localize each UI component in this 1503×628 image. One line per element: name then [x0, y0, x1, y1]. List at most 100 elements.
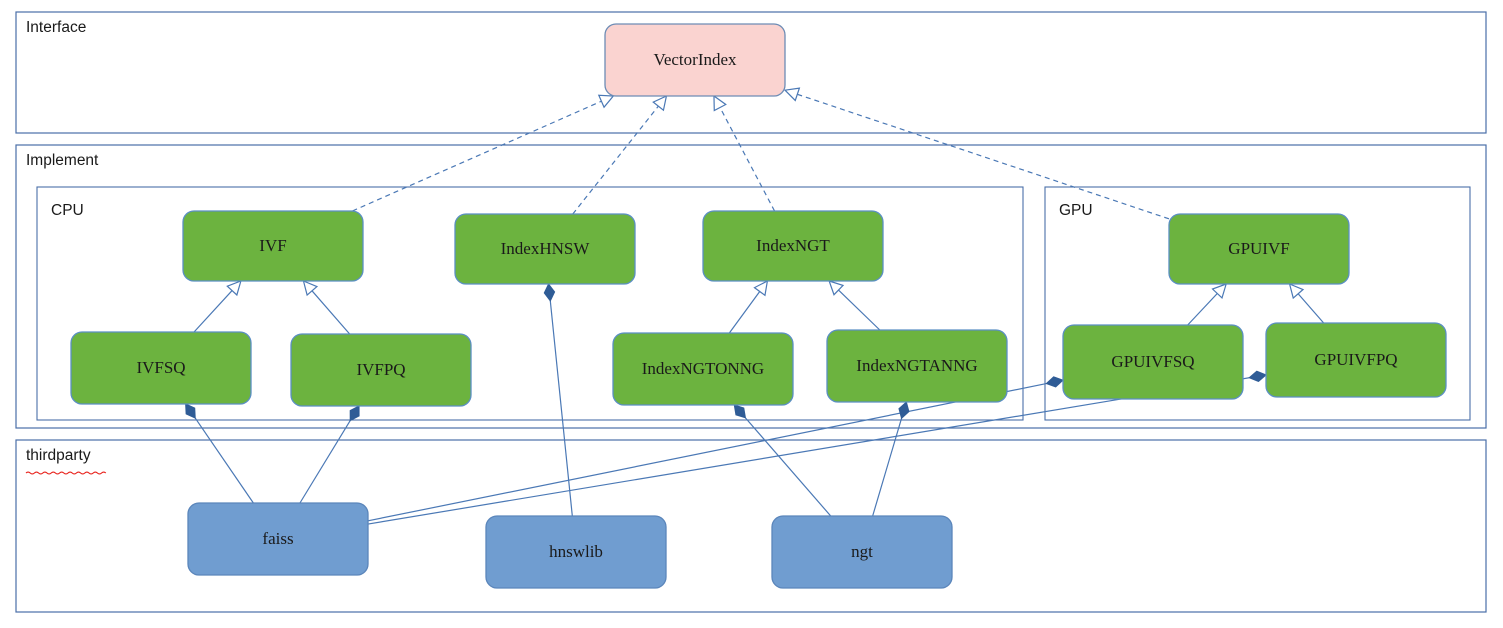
- realization-arrowhead: [652, 94, 668, 112]
- node-gpuivfpq[interactable]: GPUIVFPQ: [1265, 322, 1447, 398]
- node-label-ivf: IVF: [259, 236, 286, 255]
- node-label-ivfsq: IVFSQ: [136, 358, 185, 377]
- edge-faiss-to-ivfpq: [299, 405, 360, 504]
- node-box-indexngtonng[interactable]: [612, 332, 794, 406]
- node-label-indexhnsw: IndexHNSW: [501, 239, 591, 258]
- realization-arrowhead: [713, 94, 727, 112]
- node-indexngtonng[interactable]: IndexNGTONNG: [612, 332, 794, 406]
- composition-diamond: [349, 405, 360, 422]
- node-label-faiss: faiss: [262, 529, 293, 548]
- container-label-implement: Implement: [26, 152, 99, 169]
- edge-ivfpq-to-ivf: [302, 279, 351, 335]
- composition-line: [367, 382, 1047, 522]
- generalization-arrowhead: [1288, 282, 1305, 300]
- node-indexngt[interactable]: IndexNGT: [702, 210, 884, 282]
- node-label-gpuivfsq: GPUIVFSQ: [1111, 352, 1194, 371]
- node-label-indexngtanng: IndexNGTANNG: [856, 356, 977, 375]
- generalization-arrowhead: [226, 280, 242, 297]
- generalization-arrowhead: [302, 279, 319, 297]
- realization-line: [797, 93, 1170, 220]
- edge-gpuivfsq-to-gpuivf: [1187, 283, 1228, 326]
- container-label-thirdparty: thirdparty: [26, 447, 91, 464]
- node-label-vectorindex: VectorIndex: [653, 50, 737, 69]
- node-label-gpuivfpq: GPUIVFPQ: [1314, 350, 1397, 369]
- spellcheck-squiggle-thirdparty: [25, 471, 107, 475]
- container-label-gpu: GPU: [1059, 202, 1093, 219]
- edge-faiss-to-ivfsq: [185, 403, 254, 504]
- composition-diamond: [185, 403, 196, 419]
- node-box-vectorindex[interactable]: [604, 23, 786, 97]
- node-box-indexngt[interactable]: [702, 210, 884, 282]
- edge-hnswlib-to-indexhnsw: [543, 283, 573, 517]
- generalization-line: [193, 290, 233, 333]
- node-label-ivfpq: IVFPQ: [356, 360, 405, 379]
- edge-indexngtanng-to-indexngt: [828, 280, 881, 331]
- node-ivf[interactable]: IVF: [182, 210, 364, 282]
- container-label-cpu: CPU: [51, 202, 84, 219]
- node-ivfpq[interactable]: IVFPQ: [290, 333, 472, 407]
- generalization-line: [311, 290, 351, 335]
- realization-line: [572, 105, 659, 215]
- composition-diamond: [733, 404, 747, 419]
- edge-indexngtonng-to-indexngt: [728, 279, 769, 334]
- composition-diamond: [1045, 376, 1064, 388]
- composition-diamond: [898, 401, 910, 420]
- node-box-indexhnsw[interactable]: [454, 213, 636, 285]
- edge-ivfsq-to-ivf: [193, 280, 242, 333]
- generalization-line: [838, 289, 881, 331]
- edge-faiss-to-gpuivfpq: [367, 370, 1267, 525]
- composition-line: [872, 418, 903, 517]
- node-indexngtanng[interactable]: IndexNGTANNG: [826, 329, 1008, 403]
- node-box-ivf[interactable]: [182, 210, 364, 282]
- node-indexhnsw[interactable]: IndexHNSW: [454, 213, 636, 285]
- generalization-arrowhead: [753, 279, 769, 297]
- edge-gpuivfpq-to-gpuivf: [1288, 282, 1325, 324]
- composition-line: [299, 420, 351, 504]
- node-label-indexngt: IndexNGT: [756, 236, 830, 255]
- edge-gpuivf-to-vectorindex: [783, 87, 1170, 220]
- node-box-ngt[interactable]: [771, 515, 953, 589]
- edge-ivf-to-vectorindex: [352, 94, 615, 212]
- generalization-line: [728, 291, 761, 334]
- node-vectorindex[interactable]: VectorIndex: [604, 23, 786, 97]
- generalization-line: [1187, 293, 1218, 326]
- edge-ngt-to-indexngtanng: [872, 401, 910, 517]
- node-faiss[interactable]: faiss: [187, 502, 369, 576]
- node-hnswlib[interactable]: hnswlib: [485, 515, 667, 589]
- edges-layer: [185, 87, 1325, 525]
- composition-line: [194, 417, 254, 504]
- composition-line: [744, 417, 832, 517]
- realization-arrowhead: [783, 87, 801, 102]
- realization-line: [719, 107, 776, 212]
- node-box-indexngtanng[interactable]: [826, 329, 1008, 403]
- annotations-layer: [25, 471, 107, 475]
- generalization-arrowhead: [1211, 283, 1228, 300]
- node-label-ngt: ngt: [851, 542, 873, 561]
- node-box-ivfpq[interactable]: [290, 333, 472, 407]
- node-box-ivfsq[interactable]: [70, 331, 252, 405]
- node-box-faiss[interactable]: [187, 502, 369, 576]
- edge-ngt-to-indexngtonng: [733, 404, 832, 517]
- node-box-gpuivfsq[interactable]: [1062, 324, 1244, 400]
- realization-arrowhead: [597, 94, 615, 109]
- node-box-hnswlib[interactable]: [485, 515, 667, 589]
- node-box-gpuivfpq[interactable]: [1265, 322, 1447, 398]
- node-box-gpuivf[interactable]: [1168, 213, 1350, 285]
- composition-line: [549, 300, 573, 517]
- node-label-indexngtonng: IndexNGTONNG: [642, 359, 764, 378]
- generalization-arrowhead: [828, 280, 845, 296]
- container-label-interface: Interface: [26, 19, 86, 36]
- composition-line: [367, 377, 1250, 525]
- composition-diamond: [543, 283, 556, 302]
- realization-line: [352, 100, 602, 212]
- generalization-line: [1297, 293, 1325, 324]
- edge-indexhnsw-to-vectorindex: [572, 94, 668, 215]
- node-ivfsq[interactable]: IVFSQ: [70, 331, 252, 405]
- node-ngt[interactable]: ngt: [771, 515, 953, 589]
- node-gpuivf[interactable]: GPUIVF: [1168, 213, 1350, 285]
- edge-indexngt-to-vectorindex: [713, 94, 776, 212]
- node-gpuivfsq[interactable]: GPUIVFSQ: [1062, 324, 1244, 400]
